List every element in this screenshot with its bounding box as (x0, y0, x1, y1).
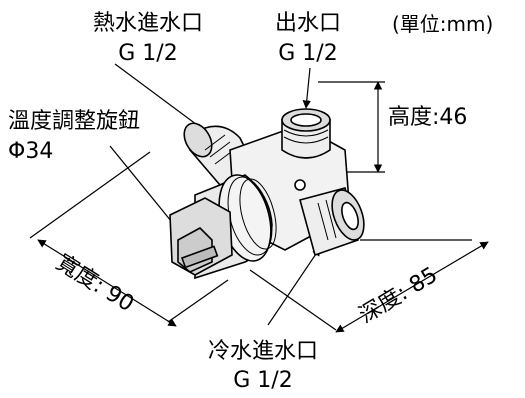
valve-body (169, 108, 365, 280)
cold-inlet-size: G 1/2 (233, 368, 293, 393)
dimension-lines (29, 81, 489, 333)
width-dimension (37, 239, 177, 327)
outlet-size: G 1/2 (278, 41, 338, 66)
cold-inlet-label: 冷水進水口 (207, 339, 318, 364)
knob-size: Φ34 (8, 139, 54, 164)
hot-inlet-label: 熱水進水口 (92, 11, 203, 36)
knob-label: 溫度調整旋鈕 (8, 109, 141, 134)
depth-dimension (335, 241, 489, 333)
outlet-label: 出水口 (274, 11, 341, 36)
unit-label: (單位:mm) (392, 12, 494, 36)
hot-inlet-size: G 1/2 (118, 41, 178, 66)
height-label: 高度:46 (388, 105, 468, 130)
